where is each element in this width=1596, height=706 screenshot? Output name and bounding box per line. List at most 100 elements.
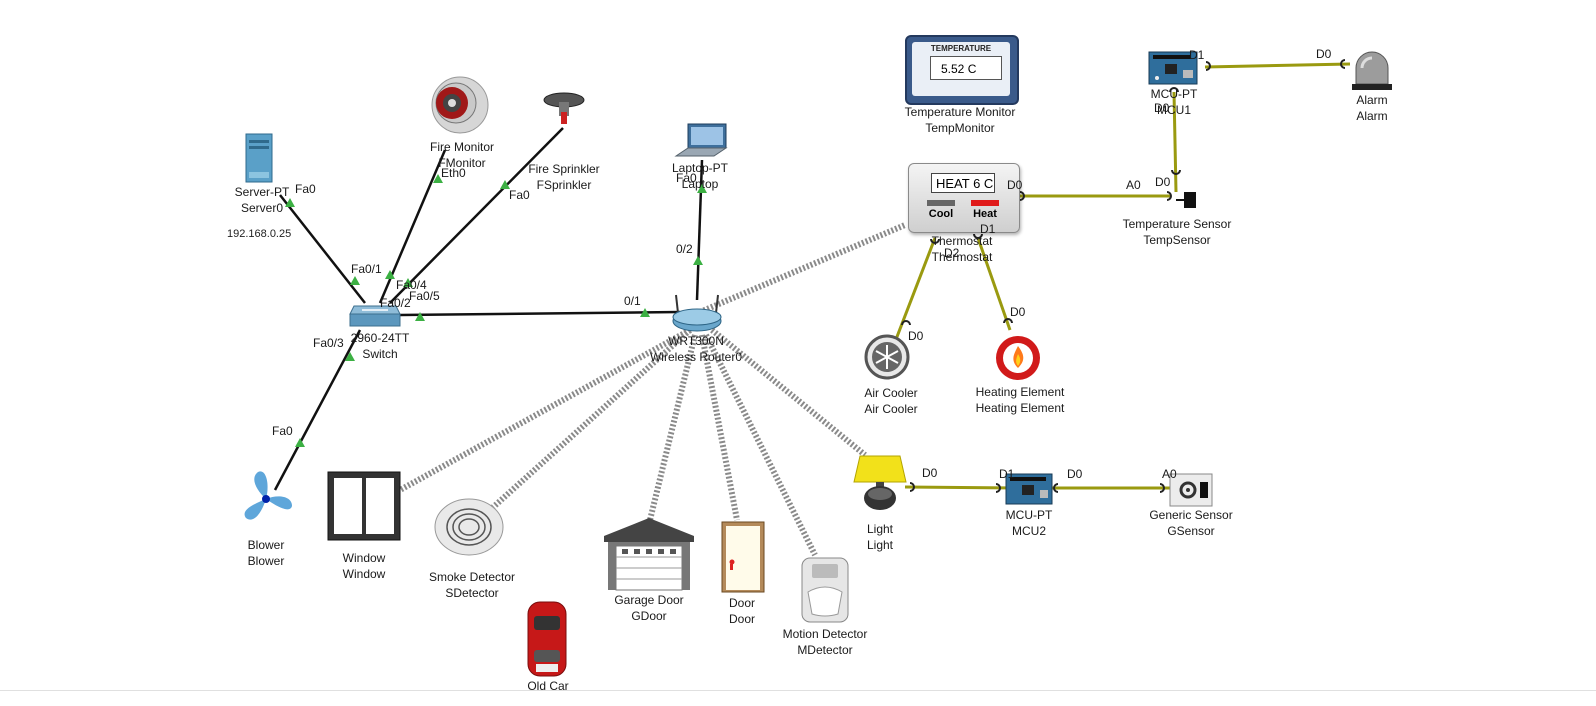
mcu1-name-label: MCU1 <box>1156 103 1191 117</box>
door-label: Door Door <box>712 595 772 627</box>
generic-sensor-name-label: GSensor <box>1167 524 1215 538</box>
port-indicator <box>415 312 425 321</box>
generic-sensor-icon[interactable] <box>1168 472 1214 508</box>
iot-connector <box>909 482 915 492</box>
server-icon[interactable] <box>244 132 276 184</box>
port-label: Fa0/1 <box>351 262 382 276</box>
iot-connector <box>1019 191 1025 201</box>
iot-connector <box>1053 483 1059 493</box>
link-switch-router <box>399 310 681 317</box>
switch-icon[interactable] <box>348 300 402 330</box>
temperature-sensor-icon[interactable] <box>1176 188 1200 212</box>
smoke-detector-type-label: Smoke Detector <box>428 570 516 584</box>
door-name-label: Door <box>728 612 755 626</box>
mcu1-type-label: MCU-PT <box>1150 87 1198 101</box>
light-icon[interactable] <box>852 450 908 514</box>
temperature-sensor-name-label: TempSensor <box>1143 233 1211 247</box>
port-label: D0 <box>1010 305 1026 319</box>
iot-link-light-mcu2 <box>904 485 1021 490</box>
window-icon[interactable] <box>326 470 402 542</box>
iot-connector <box>930 238 940 244</box>
port-indicator <box>345 352 355 361</box>
mcu2-name-label: MCU2 <box>1011 524 1046 538</box>
port-label: D0 <box>1154 101 1170 115</box>
thermostat-cool-label: Cool <box>928 208 954 220</box>
mcu2-label: MCU-PT MCU2 <box>989 507 1069 539</box>
port-indicator <box>403 278 413 287</box>
wireless-router-type-label: WRT300N <box>668 334 724 348</box>
air-cooler-icon[interactable] <box>864 334 910 380</box>
blower-icon[interactable] <box>236 470 296 528</box>
port-indicator <box>640 308 650 317</box>
switch-label: 2960-24TT Switch <box>342 330 418 362</box>
wireless-link-door <box>699 334 740 521</box>
fire-monitor-label: Fire Monitor FMonitor <box>412 139 512 171</box>
wireless-router-name-label: Wireless Router0 <box>649 350 743 364</box>
iot-connector <box>1205 61 1211 71</box>
port-indicator <box>433 174 443 183</box>
iot-connector <box>1166 191 1172 201</box>
temperature-sensor-type-label: Temperature Sensor <box>1122 217 1232 231</box>
server-name-label: Server0 <box>240 201 284 215</box>
iot-link-thermostat-aircooler <box>888 237 937 356</box>
blower-type-label: Blower <box>247 538 285 552</box>
port-label: Eth0 <box>441 166 466 180</box>
iot-connector <box>973 233 983 239</box>
mcu2-type-label: MCU-PT <box>1005 508 1053 522</box>
iot-connector <box>1003 318 1013 324</box>
link-sprinkler-switch <box>389 127 564 304</box>
iot-connector <box>995 483 1001 493</box>
smoke-detector-icon[interactable] <box>433 497 505 557</box>
laptop-name-label: Laptop <box>681 177 719 191</box>
port-label: D0 <box>908 329 924 343</box>
link-router-laptop <box>695 159 704 301</box>
heating-element-icon[interactable] <box>994 334 1042 382</box>
status-strip <box>0 690 1596 706</box>
port-label: D0 <box>1007 178 1023 192</box>
wireless-link-window <box>398 327 692 493</box>
port-label: A0 <box>1162 467 1177 481</box>
iot-link-thermostat-heating <box>976 237 1012 331</box>
port-label: D1 <box>999 467 1015 481</box>
motion-detector-icon[interactable] <box>800 556 850 624</box>
old-car-label: Old Car <box>508 678 588 694</box>
laptop-type-label: Laptop-PT <box>671 161 729 175</box>
fire-monitor-icon[interactable] <box>428 75 496 137</box>
generic-sensor-type-label: Generic Sensor <box>1149 508 1233 522</box>
light-label: Light Light <box>840 521 920 553</box>
laptop-icon[interactable] <box>674 122 730 160</box>
fire-sprinkler-icon[interactable] <box>540 90 588 130</box>
mcu1-label: MCU-PT MCU1 <box>1134 86 1214 118</box>
old-car-icon[interactable] <box>524 600 570 678</box>
garage-door-icon[interactable] <box>604 516 694 592</box>
port-label: 0/1 <box>624 294 641 308</box>
motion-detector-type-label: Motion Detector <box>782 627 868 641</box>
garage-door-label: Garage Door GDoor <box>604 592 694 624</box>
light-name-label: Light <box>866 538 894 552</box>
temperature-monitor-value: 5.52 C <box>930 56 1002 80</box>
mcu1-icon[interactable] <box>1147 50 1199 86</box>
server-type-label: Server-PT <box>234 185 290 199</box>
air-cooler-label: Air Cooler Air Cooler <box>846 385 936 417</box>
thermostat-heat-label: Heat <box>973 208 997 220</box>
thermostat-cool-indicator: Cool <box>923 200 959 220</box>
motion-detector-label: Motion Detector MDetector <box>770 626 880 658</box>
heating-element-type-label: Heating Element <box>975 385 1065 399</box>
port-label: Fa0 <box>676 171 697 185</box>
server-label: Server-PT Server0 <box>222 184 302 216</box>
iot-connector <box>901 320 911 326</box>
door-icon[interactable] <box>720 520 766 594</box>
temperature-monitor-icon[interactable]: TEMPERATURE 5.52 C <box>905 35 1019 105</box>
thermostat-icon[interactable]: HEAT 6 C Cool Heat <box>908 163 1020 233</box>
temperature-monitor-label: Temperature Monitor TempMonitor <box>895 104 1025 136</box>
mcu2-icon[interactable] <box>1004 472 1054 506</box>
port-indicator <box>693 256 703 265</box>
server-ip: 192.168.0.25 <box>227 228 292 240</box>
window-label: Window Window <box>324 550 404 582</box>
port-label: Fa0/5 <box>409 289 440 303</box>
wireless-router-icon[interactable] <box>670 293 724 335</box>
port-label: D0 <box>1067 467 1083 481</box>
air-cooler-type-label: Air Cooler <box>864 386 918 400</box>
alarm-icon[interactable] <box>1350 50 1394 92</box>
